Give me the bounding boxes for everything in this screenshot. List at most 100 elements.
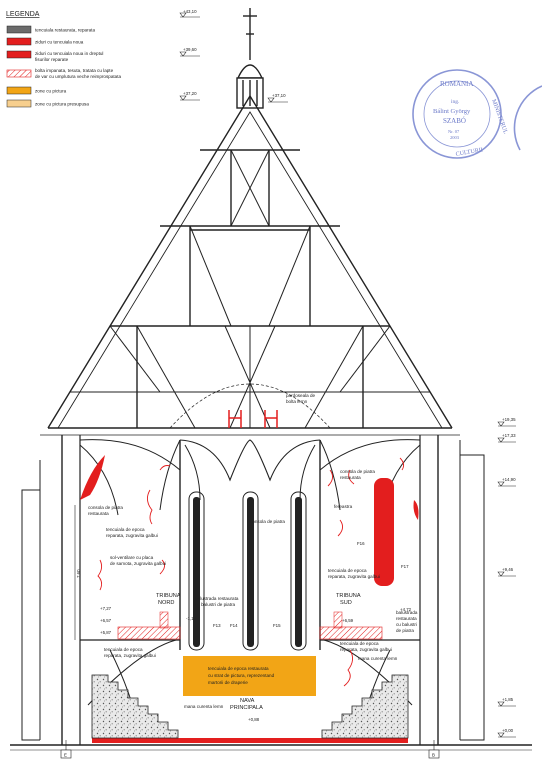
painting-zone [183, 656, 316, 696]
window-label: F16 [357, 541, 365, 546]
annotations: pardoseala de bolta lemn consola de piat… [64, 393, 435, 758]
level-label: +4,72 [400, 607, 412, 612]
legend-item: ziduri cu tencuiala noua [6, 37, 84, 46]
level-label: +5,87 [100, 630, 112, 635]
level-label: +1,85 [502, 697, 514, 702]
window-label: F17 [401, 564, 409, 569]
annotation-balustrada-right: restaurata [396, 616, 417, 621]
legend-item: zone cu pictura presupusa [6, 99, 89, 108]
legend-swatch-presumed-painting [6, 99, 32, 108]
window-label: F13 [213, 623, 221, 628]
annotation-tencuiala-right: tencuiala de epoca [328, 568, 367, 573]
level-label: +9,46 [502, 567, 514, 572]
legend-label: bolta impanata, tesuta, tratata cu lapte [35, 68, 114, 73]
crack-lines [97, 457, 405, 687]
stair-fills [91, 674, 409, 739]
legend-label: de var cu umplutura veche reimprospatata [35, 74, 121, 79]
annotation-balustrada-right: cu balustri [396, 622, 417, 627]
nave-windows [193, 497, 302, 647]
stamp-arc-bottom: CULTURII [455, 147, 483, 158]
roof-truss [40, 8, 460, 436]
annotation-painted: martorii de draperie [208, 680, 248, 685]
level-labels: +43,10 +39,60 +37,20 +37,10 +19,35 +17,3… [100, 9, 516, 733]
stamp-line: SZABÓ [443, 117, 466, 125]
legend-label: fisurilor reparate [35, 57, 69, 62]
level-label: +7,27 [100, 606, 112, 611]
level-label: +0,88 [248, 717, 260, 722]
legend-item: zone cu pictura [6, 86, 67, 95]
annotation-bolta: bolta lemn [286, 399, 308, 404]
axis-label: E [64, 753, 67, 758]
annotation-fereastra: fereastra [334, 504, 353, 509]
level-label: +37,20 [183, 91, 197, 96]
legend-label: tencuiala restaurata, reparata [35, 28, 95, 33]
axis-markers [60, 740, 440, 759]
legend-item: bolta impanata, tesuta, tratata cu lapte… [6, 68, 121, 79]
annotation-sol-left: de samota, zugravita galbui [110, 561, 166, 566]
level-label: +0,00 [502, 728, 514, 733]
level-label: +37,10 [272, 93, 286, 98]
tribuna-nord-label: TRIBUNA [156, 593, 181, 599]
annotation-consola-center: consola de piatra [250, 519, 285, 524]
annotation-balustrada-right: de piatra [396, 628, 414, 633]
official-stamp: ROMANIA MINISTERUL CULTURII ing. Bálint … [412, 69, 542, 159]
level-label: +6,57 [100, 618, 112, 623]
annotation-tencuiala-low-right: reparata, zugravita galbui [340, 647, 392, 652]
legend-swatch-painting [6, 86, 32, 95]
vault-hatch-markers [228, 410, 278, 428]
level-label: +39,60 [183, 47, 197, 52]
stamp-line: Nr. 07 [448, 129, 460, 134]
level-label: +14,90 [502, 477, 516, 482]
annotation-balustrada-left: balustrada restaurata [195, 596, 239, 601]
axis-label: B [432, 753, 435, 758]
legend-item: ziduri cu tencuiala noua in dreptul fisu… [6, 50, 103, 62]
annotation-tencuiala-low-left: reparata, zugravita galbui [104, 653, 156, 658]
annotation-balustrada-right: balustrada [396, 610, 418, 615]
gallery-vaults [117, 611, 383, 640]
tribuna-sud-label: SUD [340, 600, 352, 606]
tribuna-nord-label: NORD [158, 600, 174, 606]
legend-swatch-cracks [6, 50, 32, 59]
level-label: +19,35 [502, 417, 516, 422]
annotation-consola-right: consola de piatra [340, 469, 375, 474]
legend-label: zone cu pictura presupusa [35, 102, 89, 107]
stamp-arc-top: ROMANIA [440, 80, 473, 88]
legend-swatch-plaster [6, 25, 32, 34]
second-stamp-edge [513, 85, 542, 151]
annotation-tencuiala-right: reparata, zugravita galbui [328, 574, 380, 579]
annotation-balustrada-left: cu balustri de piatra [195, 602, 236, 607]
annotation-consola-right: restaurata [340, 475, 361, 480]
level-label: -1,13 [186, 616, 197, 621]
stamp-line: 2003 [450, 135, 460, 140]
annotation-painted: tencuiala de epoca restaurata [208, 666, 269, 671]
annotation-tencuiala-low-right: tencuiala de epoca [340, 641, 379, 646]
window-label: F14 [230, 623, 238, 628]
legend-label: zone cu pictura [35, 89, 67, 94]
dimension-label: 7,60 [76, 569, 81, 578]
level-label: +17,33 [502, 433, 516, 438]
tribuna-sud-label: TRIBUNA [336, 593, 361, 599]
annotation-tencuiala-low-left: tencuiala de epoca [104, 647, 143, 652]
nave-label: NAVA [240, 698, 255, 704]
stamp-line: Bálint György [433, 108, 471, 115]
legend-swatch-new-plaster [6, 37, 32, 46]
legend-swatch-vault [6, 69, 32, 78]
nave-label: PRINCIPALA [230, 705, 263, 711]
level-markers [179, 12, 516, 738]
level-label: +6,59 [342, 618, 354, 623]
annotation-mana-left: mana curenta lemn [184, 704, 224, 709]
annotation-consola-left: restaurata [88, 511, 109, 516]
annotation-bolta: pardoseala de [286, 393, 316, 398]
church-section [10, 435, 532, 751]
annotation-consola-left: consola de piatra [88, 505, 123, 510]
stamp-line: ing. [451, 99, 460, 105]
legend-label: ziduri cu tencuiala noua in dreptul [35, 51, 103, 56]
legend-item: tencuiala restaurata, reparata [6, 25, 95, 34]
legend-label: ziduri cu tencuiala noua [35, 40, 84, 45]
legend-title: LEGENDA [6, 11, 40, 18]
legend: LEGENDA tencuiala restaurata, reparata z… [6, 11, 121, 108]
annotation-tencuiala-left: reparata, zugravita galbui [106, 533, 158, 538]
annotation-tencuiala-left: tencuiala de epoca [106, 527, 145, 532]
annotation-sol-left: sol-ventilare cu placa [110, 555, 154, 560]
